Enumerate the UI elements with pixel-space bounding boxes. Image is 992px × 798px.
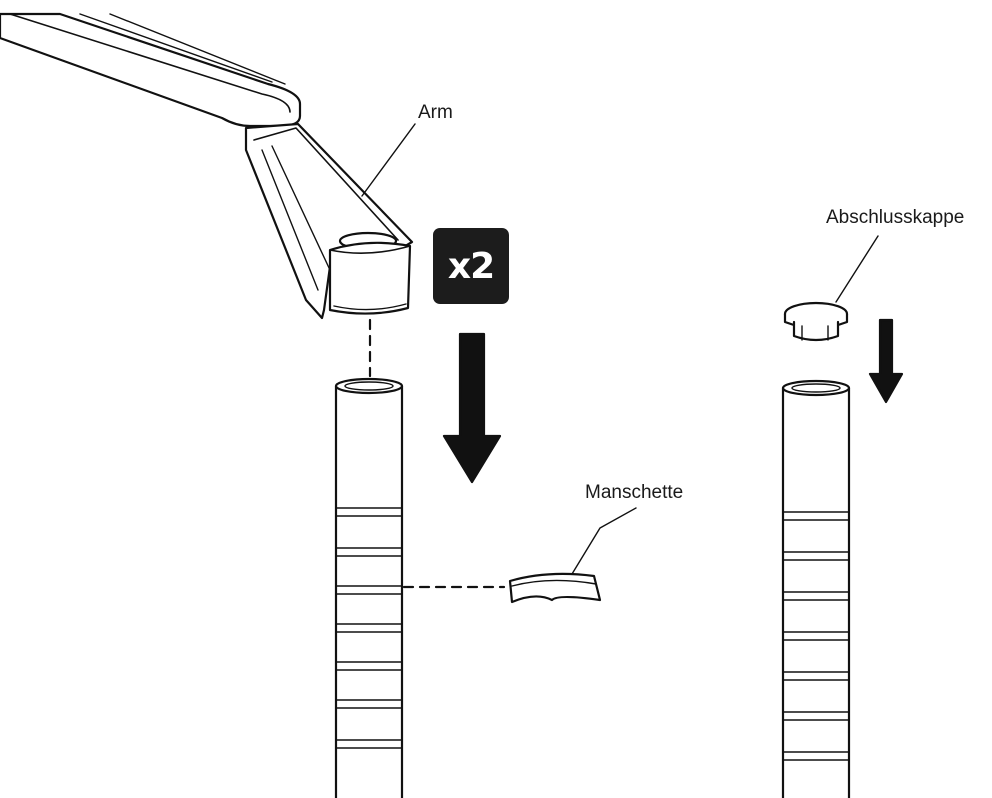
arm-part — [0, 12, 414, 320]
down-arrow-icon — [442, 332, 502, 484]
end-cap-part — [783, 301, 849, 342]
down-arrow-icon — [868, 318, 904, 404]
collar-part — [508, 572, 602, 604]
end-cap-leader-line — [835, 235, 879, 303]
pole-left — [334, 377, 404, 798]
quantity-badge: x2 — [433, 228, 509, 304]
collar-leader-line — [571, 507, 637, 575]
arm-label: Arm — [418, 102, 453, 123]
pole-right — [781, 379, 851, 798]
end-cap-label: Abschlusskappe — [826, 207, 965, 228]
collar-label: Manschette — [585, 482, 684, 503]
arm-leader-line — [361, 123, 416, 197]
